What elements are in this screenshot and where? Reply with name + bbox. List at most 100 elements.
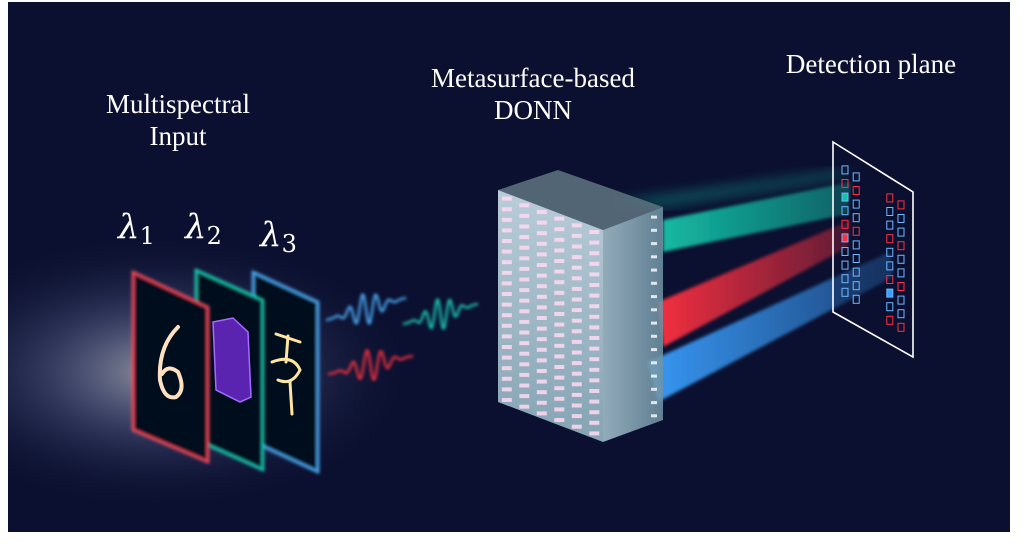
input-panel-1 bbox=[131, 270, 210, 464]
meta-atom bbox=[519, 277, 530, 282]
meta-atom bbox=[536, 337, 547, 342]
detector-cell bbox=[841, 274, 849, 284]
meta-atom bbox=[571, 276, 582, 281]
detector-cell bbox=[886, 302, 894, 312]
lambda-subscript: 1 bbox=[139, 222, 155, 250]
detector-cell bbox=[897, 200, 905, 210]
meta-atom bbox=[589, 251, 600, 256]
input-label-line1: Multispectral bbox=[106, 89, 250, 119]
detector-cell bbox=[886, 234, 894, 244]
input-label-line2: Input bbox=[149, 121, 207, 151]
meta-atom bbox=[536, 400, 547, 405]
detector-cell bbox=[841, 233, 849, 243]
meta-atom bbox=[571, 371, 582, 376]
detector-cell bbox=[841, 206, 849, 216]
lambda-symbol: λ bbox=[185, 207, 207, 247]
meta-atom bbox=[519, 288, 530, 293]
meta-atom bbox=[571, 350, 582, 355]
detector-array bbox=[841, 165, 905, 332]
detector-cell bbox=[841, 165, 849, 175]
meta-atom-side bbox=[651, 268, 657, 272]
meta-atom bbox=[554, 343, 565, 348]
wavelength-label-1: λ1 bbox=[118, 207, 155, 256]
clothing-item-glyph bbox=[212, 317, 252, 403]
meta-atom bbox=[519, 235, 530, 240]
donn-label-line2: DONN bbox=[494, 95, 572, 125]
meta-atom bbox=[571, 392, 582, 397]
meta-atom-side bbox=[651, 334, 657, 338]
red-beam bbox=[658, 220, 851, 347]
detector-cell bbox=[897, 295, 905, 305]
meta-atom bbox=[554, 248, 565, 253]
meta-atom-side bbox=[651, 387, 657, 391]
metasurface-donn-block bbox=[498, 170, 663, 442]
meta-atom bbox=[536, 369, 547, 373]
meta-atom bbox=[501, 313, 512, 318]
digit-six-glyph bbox=[157, 325, 184, 400]
meta-atom bbox=[571, 244, 582, 249]
meta-atom-side bbox=[651, 255, 657, 259]
meta-atom bbox=[501, 398, 512, 402]
meta-atom bbox=[589, 346, 600, 351]
meta-atom-side bbox=[651, 414, 657, 418]
meta-atom bbox=[536, 273, 547, 278]
detector-cell bbox=[852, 186, 860, 195]
meta-atoms bbox=[501, 196, 657, 436]
meta-atom bbox=[519, 245, 530, 250]
donn-label-line1: Metasurface-based bbox=[431, 63, 635, 93]
meta-atom bbox=[501, 260, 512, 265]
meta-atom bbox=[571, 403, 582, 408]
lambda-symbol: λ bbox=[118, 207, 140, 247]
input-panel-3 bbox=[251, 270, 320, 474]
donn-label: Metasurface-based DONN bbox=[403, 62, 663, 126]
detector-cell bbox=[841, 247, 849, 256]
meta-atom bbox=[554, 333, 565, 338]
meta-atom-side bbox=[651, 348, 657, 352]
meta-atom bbox=[519, 298, 530, 303]
meta-atom bbox=[536, 326, 547, 331]
meta-atom-side bbox=[651, 401, 657, 405]
meta-atom bbox=[536, 390, 547, 395]
meta-atom bbox=[589, 357, 600, 362]
detector-cell bbox=[852, 267, 860, 277]
meta-atom bbox=[536, 263, 547, 267]
meta-atom bbox=[589, 240, 600, 245]
meta-atom bbox=[589, 389, 600, 393]
meta-atom bbox=[554, 301, 565, 306]
meta-atom bbox=[554, 290, 565, 295]
meta-atom bbox=[589, 325, 600, 330]
meta-atom bbox=[571, 308, 582, 313]
detector-cell bbox=[841, 219, 849, 229]
meta-atom-side bbox=[651, 215, 657, 219]
detector-cell bbox=[852, 213, 860, 223]
meta-atom bbox=[554, 386, 565, 391]
meta-atom bbox=[554, 418, 565, 422]
meta-atom bbox=[571, 424, 582, 429]
meta-atom bbox=[536, 210, 547, 214]
detector-cell bbox=[886, 275, 894, 284]
lambda-subscript: 3 bbox=[281, 230, 297, 258]
handwritten-character-glyph bbox=[270, 332, 302, 416]
meta-atom bbox=[536, 252, 547, 257]
meta-atom bbox=[571, 339, 582, 344]
meta-atom bbox=[554, 216, 565, 221]
meta-atom bbox=[519, 362, 530, 367]
detector-cell bbox=[841, 192, 849, 202]
detector-cell bbox=[886, 247, 894, 257]
detector-cell bbox=[886, 220, 894, 230]
meta-atom bbox=[519, 203, 530, 208]
detector-cell bbox=[897, 227, 905, 237]
meta-atom bbox=[501, 376, 512, 381]
detector-cell bbox=[852, 254, 860, 263]
meta-atom bbox=[536, 220, 547, 225]
meta-atom bbox=[519, 266, 530, 271]
meta-atom bbox=[501, 207, 512, 212]
meta-atom bbox=[554, 396, 565, 401]
meta-atom bbox=[589, 367, 600, 372]
detection-plane bbox=[832, 140, 914, 359]
meta-atom bbox=[501, 323, 512, 328]
multispectral-input-label: Multispectral Input bbox=[78, 88, 278, 152]
meta-atom bbox=[554, 365, 565, 369]
meta-atom bbox=[571, 265, 582, 270]
meta-atom bbox=[501, 281, 512, 286]
